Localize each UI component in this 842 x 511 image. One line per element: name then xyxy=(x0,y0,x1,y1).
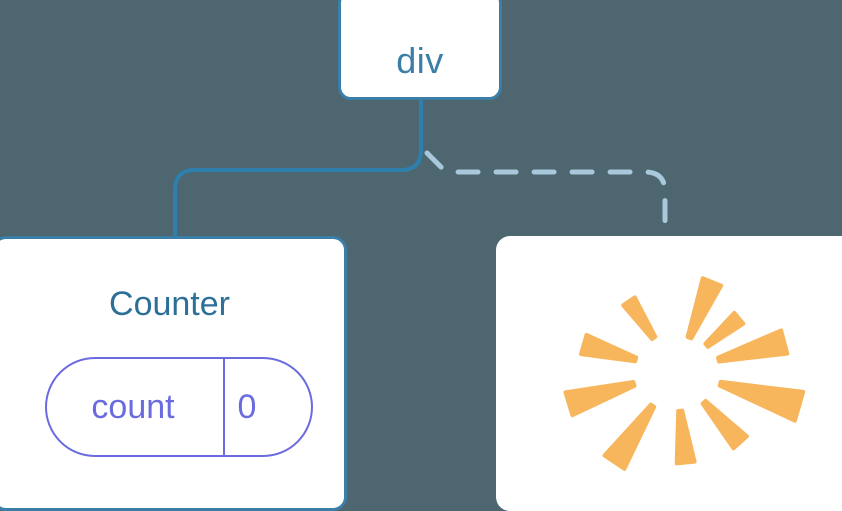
sparkle-burst-icon xyxy=(563,276,806,471)
node-div-label: div xyxy=(396,40,444,81)
state-pill-key: count xyxy=(91,388,175,426)
node-div[interactable]: div xyxy=(338,0,502,100)
burst-ray-9 xyxy=(621,295,658,341)
node-burst[interactable] xyxy=(496,236,842,511)
edge-div-to-burst xyxy=(424,150,668,242)
burst-ray-5 xyxy=(674,408,697,466)
burst-ray-3 xyxy=(717,379,806,423)
burst-ray-8 xyxy=(579,332,639,364)
edge-div-to-counter xyxy=(173,98,423,241)
node-counter[interactable]: Counter count 0 xyxy=(0,236,347,511)
state-pill[interactable]: count 0 xyxy=(45,357,313,457)
burst-ray-1 xyxy=(703,310,746,349)
burst-ray-2 xyxy=(716,328,790,364)
node-counter-title: Counter xyxy=(109,285,230,323)
burst-ray-6 xyxy=(602,402,657,471)
state-pill-value: 0 xyxy=(237,388,257,426)
state-pill-divider xyxy=(223,359,225,455)
burst-ray-4 xyxy=(700,398,749,451)
burst-ray-0 xyxy=(685,276,724,341)
burst-ray-7 xyxy=(563,380,637,418)
